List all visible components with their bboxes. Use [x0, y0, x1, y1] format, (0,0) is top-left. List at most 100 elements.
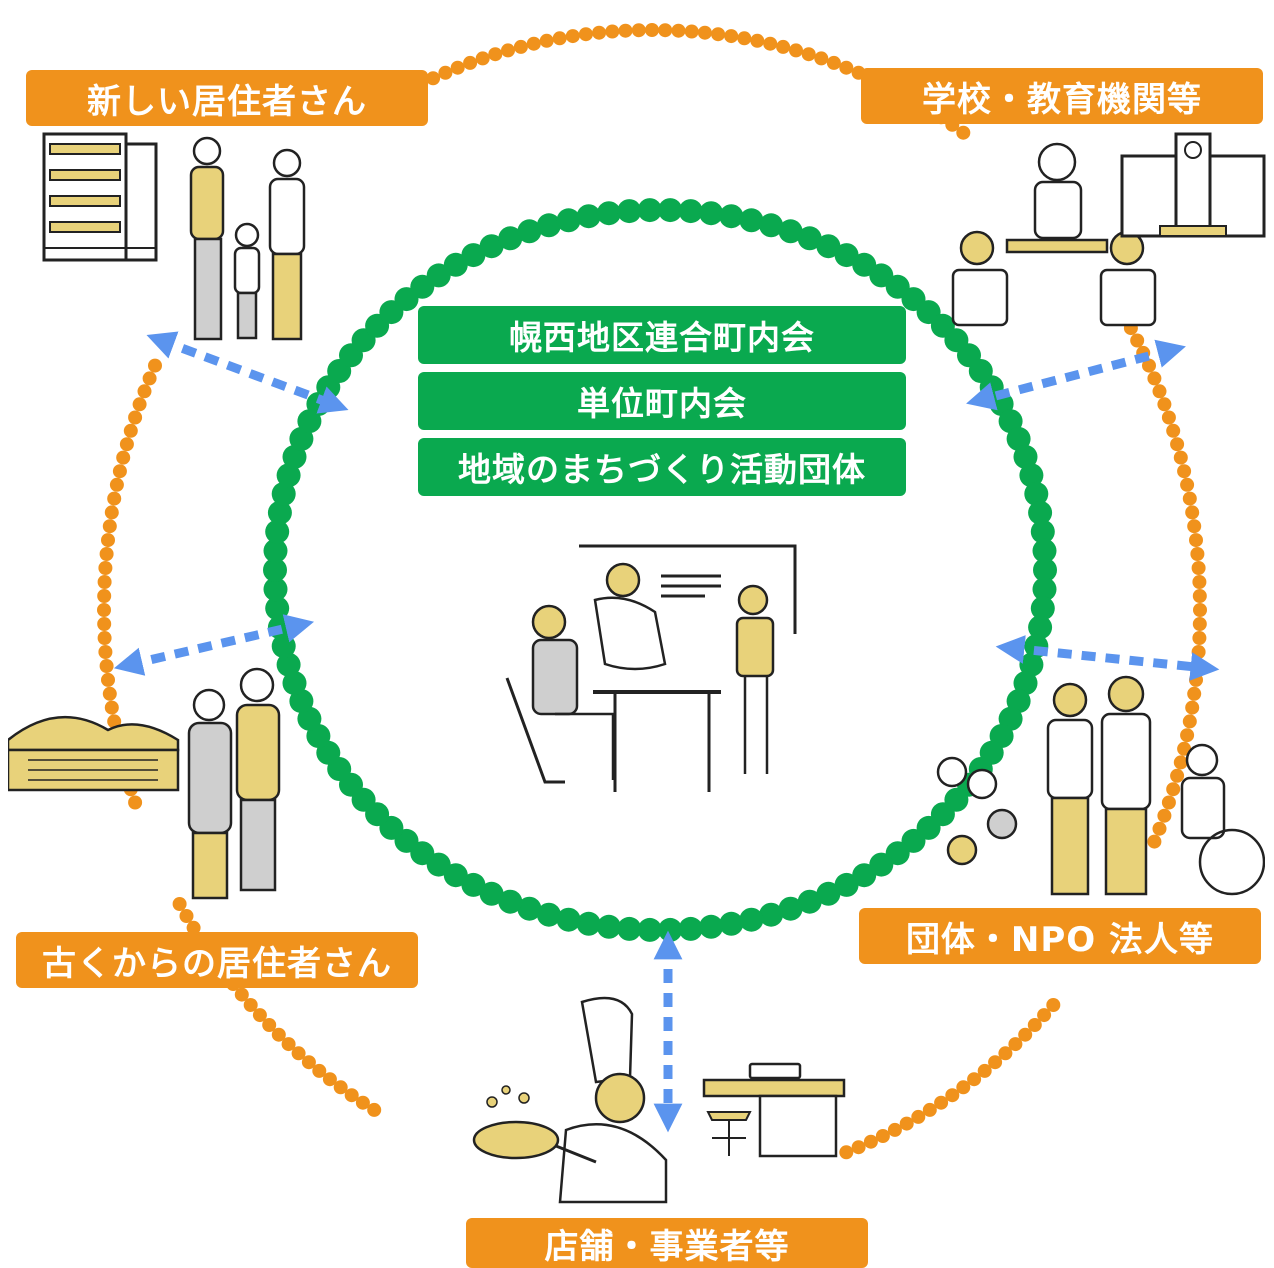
ring-dot-green: [479, 881, 504, 906]
ring-dot-orange: [107, 714, 122, 729]
ring-dot-orange: [1173, 755, 1188, 770]
ring-dot-green: [517, 896, 542, 921]
ring-dot-green: [443, 863, 468, 888]
ring-dot-orange: [98, 561, 113, 575]
ring-dot-green: [834, 243, 859, 268]
ring-dot-orange: [789, 43, 803, 58]
ring-dot-orange: [101, 672, 115, 687]
ring-dot-orange: [148, 358, 162, 373]
ring-dot-orange: [367, 1102, 382, 1117]
ring-dot-orange: [104, 505, 119, 520]
ring-dot-green: [869, 852, 894, 877]
ring-dot-orange: [645, 23, 659, 37]
ring-dot-orange: [945, 1088, 960, 1103]
ring-dot-orange: [97, 603, 111, 617]
ring-dot-green: [1032, 577, 1057, 602]
ring-dot-orange: [97, 631, 112, 645]
ring-dot-orange: [1046, 998, 1061, 1012]
ring-dot-orange: [826, 55, 841, 70]
ring-dot-orange: [355, 1095, 370, 1110]
ring-dot-orange: [312, 1063, 327, 1078]
ring-dot-green: [719, 204, 744, 229]
ring-dot-green: [637, 198, 662, 223]
ring-dot-orange: [102, 519, 117, 534]
ring-dot-orange: [967, 1072, 982, 1087]
ring-dot-orange: [863, 1134, 878, 1149]
ring-dot-orange: [671, 23, 686, 38]
ring-dot-green: [1006, 426, 1031, 451]
ring-dot-orange: [1180, 477, 1195, 492]
ring-dot-orange: [1189, 533, 1203, 548]
ring-dot-orange: [128, 795, 143, 810]
ring-dot-green: [834, 872, 859, 897]
ring-dot-orange: [1170, 768, 1185, 783]
ring-dot-green: [699, 201, 724, 226]
ring-dot-orange: [1173, 450, 1188, 465]
ring-dot-orange: [142, 371, 157, 386]
ring-dot-orange: [578, 27, 593, 42]
ring-dot-orange: [1192, 617, 1207, 631]
label-shops: 店舗・事業者等: [466, 1218, 868, 1268]
ring-dot-orange: [513, 39, 528, 54]
ring-dot-orange: [243, 998, 258, 1012]
ring-dot-green: [263, 558, 287, 582]
ring-dot-green: [271, 481, 296, 506]
ring-dot-green: [498, 226, 523, 251]
chef-cooking-icon: [472, 996, 668, 1204]
ring-dot-green: [263, 538, 288, 563]
label-long-residents: 古くからの居住者さん: [16, 932, 418, 988]
apartment-building-icon: [42, 132, 158, 262]
ring-dot-orange: [488, 47, 503, 62]
ring-dot-green: [498, 889, 523, 914]
ring-dot-orange: [1018, 1027, 1033, 1042]
ring-dot-orange: [526, 36, 541, 51]
ring-dot-orange: [119, 437, 134, 452]
ring-dot-orange: [565, 29, 580, 44]
ring-dot-green: [479, 234, 504, 259]
ring-dot-orange: [658, 23, 673, 38]
ring-dot-green: [289, 689, 314, 714]
ring-dot-orange: [107, 491, 122, 506]
ring-dot-orange: [1177, 464, 1192, 479]
ring-dot-green: [1030, 596, 1055, 621]
ring-dot-orange: [104, 700, 119, 715]
ring-dot-green: [1033, 558, 1057, 582]
ring-dot-orange: [697, 25, 712, 40]
ring-dot-orange: [922, 1102, 937, 1117]
ring-dot-green: [739, 208, 764, 233]
ring-dot-orange: [426, 71, 441, 86]
ring-dot-orange: [112, 464, 127, 479]
ring-dot-orange: [1157, 808, 1172, 823]
ring-dot-orange: [1180, 728, 1195, 743]
ring-dot-orange: [1190, 547, 1205, 561]
ring-dot-orange: [1182, 491, 1197, 506]
ring-dot-green: [263, 577, 288, 602]
ring-dot-green: [443, 252, 468, 277]
ring-dot-orange: [1185, 700, 1200, 715]
ring-dot-orange: [1157, 397, 1172, 412]
ring-dot-orange: [97, 575, 112, 589]
ring-dot-orange: [123, 423, 138, 438]
ring-dot-green: [536, 902, 561, 927]
ring-dot-green: [1030, 519, 1055, 544]
ring-dot-orange: [128, 410, 143, 425]
ring-dot-orange: [344, 1088, 359, 1103]
ring-dot-orange: [109, 477, 124, 492]
ring-dot-orange: [333, 1080, 348, 1095]
ring-dot-green: [719, 911, 744, 936]
ring-dot-orange: [1187, 686, 1202, 701]
ring-dot-orange: [132, 397, 147, 412]
ring-dot-orange: [724, 29, 739, 44]
ring-dot-green: [276, 463, 301, 488]
ring-dot-orange: [234, 987, 249, 1002]
double-arrow: [995, 635, 1220, 681]
ring-dot-green: [617, 916, 642, 941]
label-local-groups: 地域のまちづくり活動団体: [418, 438, 906, 496]
shop-storefront-icon: [702, 1062, 846, 1158]
ring-dot-orange: [539, 33, 554, 48]
ring-dot-orange: [1191, 645, 1206, 659]
ring-dot-green: [1028, 500, 1053, 525]
ring-dot-green: [461, 872, 486, 897]
ring-dot-green: [759, 213, 784, 238]
